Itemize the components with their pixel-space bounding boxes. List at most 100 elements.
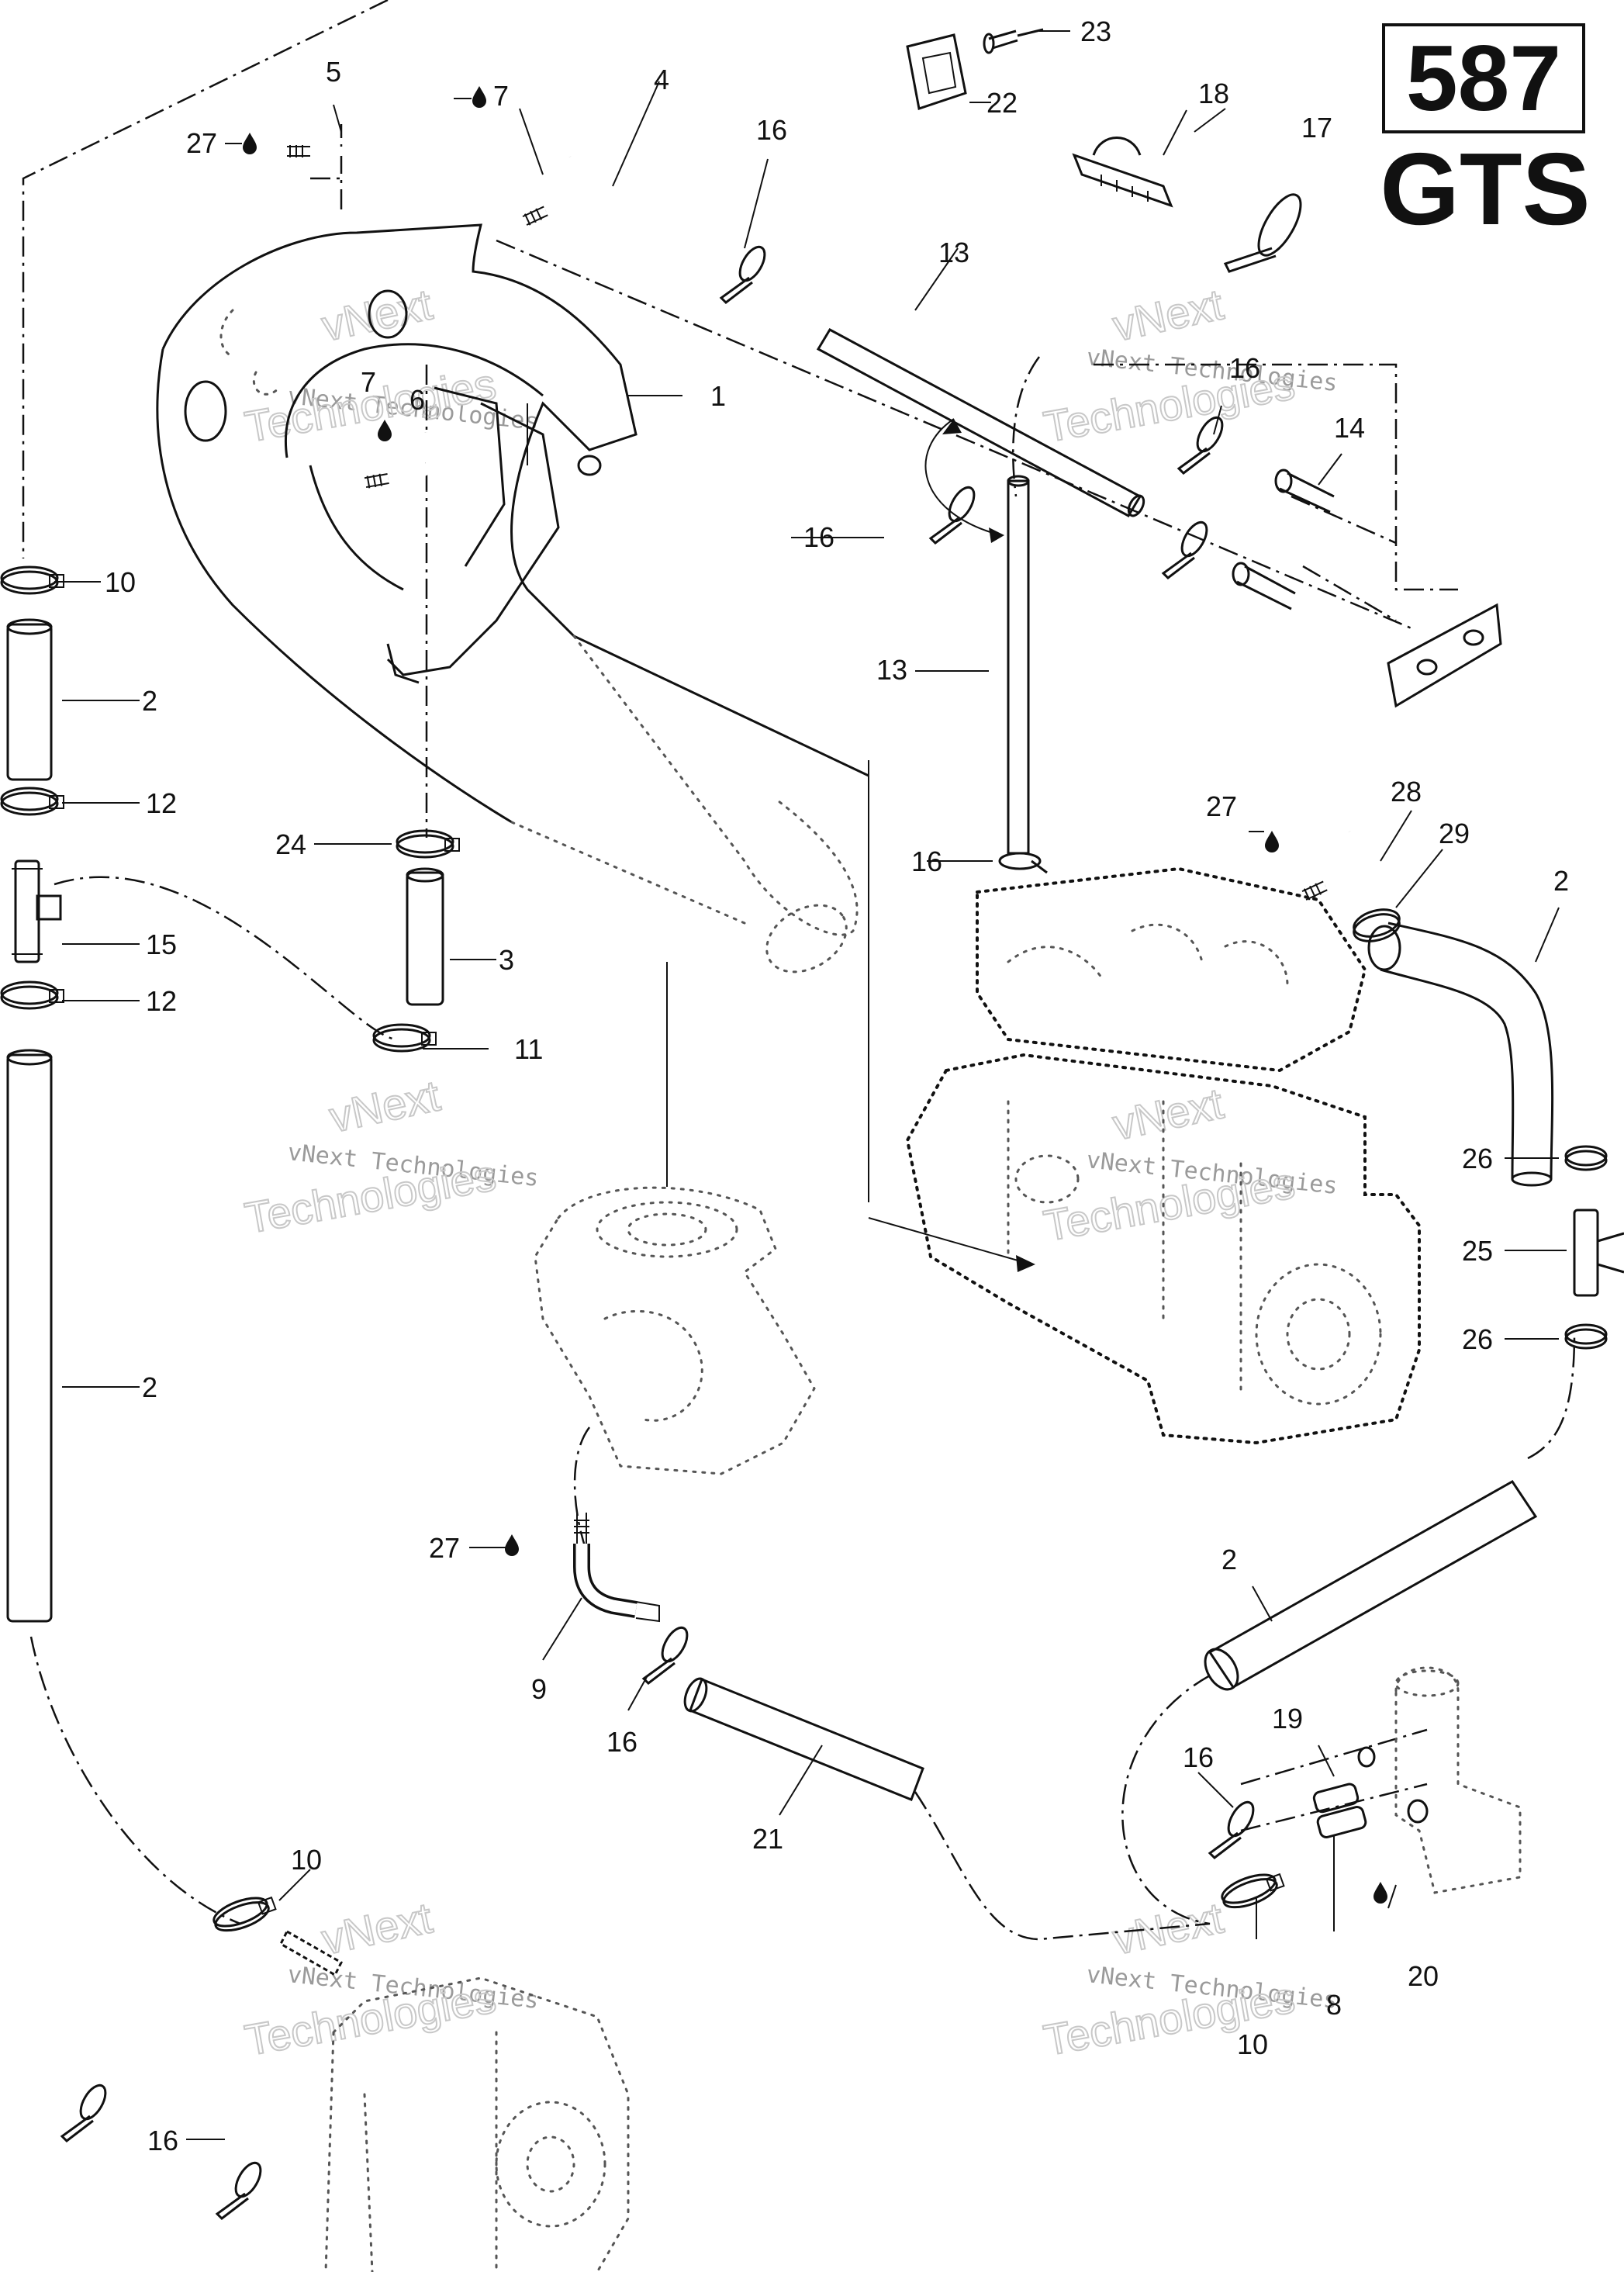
tie-strap-part-16-top (720, 241, 771, 304)
callout-part-26: 26 (1462, 1323, 1493, 1355)
sealant-drop-icon-20 (1373, 1882, 1387, 1904)
fitting-part-14 (1232, 469, 1335, 610)
elbow-fitting-part-9 (573, 1513, 660, 1623)
callout-part-18: 18 (1198, 78, 1229, 109)
callout-part-27: 27 (1206, 790, 1237, 822)
engine-block (905, 866, 1421, 1445)
clamp-ring-part-26-upper (1564, 1145, 1608, 1171)
callout-part-2: 2 (142, 685, 157, 717)
callout-part-10: 10 (291, 1844, 322, 1876)
hose-clamp-part-10-top (0, 565, 65, 595)
tie-strap-part-16-center (998, 852, 1048, 874)
tie-strap-part-16-bottom-a (60, 2080, 112, 2142)
callout-part-5: 5 (326, 56, 341, 88)
pipe-part-13-upper (816, 328, 1145, 517)
sealant-drop-icon-27-lower (505, 1534, 519, 1556)
callout-part-22: 22 (986, 87, 1018, 119)
callout-part-2: 2 (142, 1371, 157, 1403)
clip-part-18 (1072, 137, 1173, 208)
callout-part-16: 16 (803, 521, 834, 553)
callout-part-27: 27 (186, 127, 217, 159)
watermark-vnext: vNext (317, 1893, 437, 1963)
clamp-ring-part-29 (1353, 908, 1401, 942)
hose-part-2-lower-left (6, 1049, 53, 1623)
leader-lines (54, 30, 1567, 2140)
tie-strap-part-16-mid-left (929, 482, 980, 545)
pump-housing (534, 1186, 816, 1475)
callout-part-21: 21 (752, 1823, 783, 1855)
callout-part-8: 8 (1326, 1989, 1342, 2021)
routing-lines (22, 0, 1576, 1941)
outlet-housing (1357, 1666, 1522, 1894)
callout-part-16: 16 (1183, 1741, 1214, 1773)
tie-strap-part-17 (1223, 193, 1302, 273)
clamp-ring-part-26-lower (1564, 1323, 1608, 1350)
watermark-vnext: vNext (317, 279, 437, 350)
callout-part-24: 24 (275, 828, 306, 860)
callout-part-12: 12 (146, 787, 177, 819)
hose-clamp-part-11 (372, 1023, 437, 1053)
mounting-bracket (1387, 603, 1502, 708)
callout-part-16: 16 (911, 846, 942, 877)
watermark-top-right: vNext vNext Technologies Technologies (1039, 278, 1339, 452)
pipe-part-13-vertical (1007, 475, 1030, 855)
callout-part-4: 4 (654, 64, 669, 95)
sealant-drop-icon-27-right (1265, 831, 1279, 852)
callout-part-16: 16 (147, 2125, 178, 2156)
callout-part-13: 13 (876, 654, 907, 686)
hose-clamp-part-10-bottom-right (1217, 1866, 1287, 1914)
model-number-badge: 587 (1382, 23, 1585, 133)
callout-part-16: 16 (1229, 352, 1260, 384)
callout-part-14: 14 (1334, 412, 1365, 444)
callout-part-15: 15 (146, 929, 177, 960)
hose-part-3 (406, 867, 444, 1006)
callout-part-1: 1 (710, 380, 726, 412)
callout-part-13: 13 (938, 237, 969, 268)
hose-part-2-right-bend (1367, 922, 1554, 1187)
callout-part-16: 16 (606, 1726, 638, 1758)
hose-part-21 (683, 1677, 924, 1801)
rivet-part-23 (983, 28, 1044, 54)
callout-part-25: 25 (1462, 1235, 1493, 1267)
sealant-drop-icon-7-top (472, 86, 486, 108)
elbow-fitting-part-6 (358, 433, 434, 489)
callout-part-27: 27 (429, 1532, 460, 1564)
callout-part-20: 20 (1408, 1960, 1439, 1992)
watermark-vnext: vNext (1108, 279, 1228, 350)
model-number: 587 (1405, 26, 1562, 130)
callout-part-10: 10 (105, 566, 136, 598)
callout-part-12: 12 (146, 985, 177, 1017)
tie-strap-part-16-lower (642, 1622, 693, 1685)
callout-part-17: 17 (1301, 112, 1332, 144)
callout-part-11: 11 (514, 1033, 543, 1065)
clip-part-22 (906, 33, 967, 110)
tee-fitting-part-25 (1573, 1209, 1624, 1297)
callout-part-2: 2 (1221, 1544, 1237, 1575)
callout-part-19: 19 (1272, 1703, 1303, 1734)
elbow-fitting-part-28 (1287, 832, 1368, 901)
callout-part-16: 16 (756, 114, 787, 146)
hose-clamp-part-10-bottom-left (209, 1889, 279, 1938)
watermark-vnext: vNext (325, 1070, 444, 1141)
callout-part-10: 10 (1237, 2028, 1268, 2060)
hose-clamp-part-24 (396, 829, 461, 859)
hose-clamp-part-12-upper (0, 787, 65, 816)
tie-strap-part-16-mid-right-b (1162, 517, 1213, 579)
watermark-vnext: vNext (1108, 1078, 1228, 1149)
hose-part-2-upper-left (6, 618, 53, 781)
callout-part-7: 7 (361, 366, 376, 398)
routing-arrow (666, 418, 1035, 1272)
part-callouts: 1 2 2 2 2 3 4 5 6 7 7 8 9 10 10 10 11 12… (105, 16, 1569, 2156)
callout-part-2: 2 (1553, 865, 1569, 897)
elbow-fitting-part-4 (508, 157, 589, 227)
tee-fitting-part-15 (12, 859, 62, 963)
callout-part-3: 3 (499, 944, 514, 976)
callout-part-7: 7 (493, 80, 509, 112)
sealant-drop-icon-27-top (243, 133, 257, 154)
watermark-bottom-left: vNext vNext Technologies Technologies (240, 1892, 540, 2066)
callout-part-6: 6 (409, 384, 425, 416)
lower-housing (279, 1929, 630, 2272)
model-name: GTS (1380, 132, 1591, 246)
callout-part-28: 28 (1391, 776, 1422, 807)
